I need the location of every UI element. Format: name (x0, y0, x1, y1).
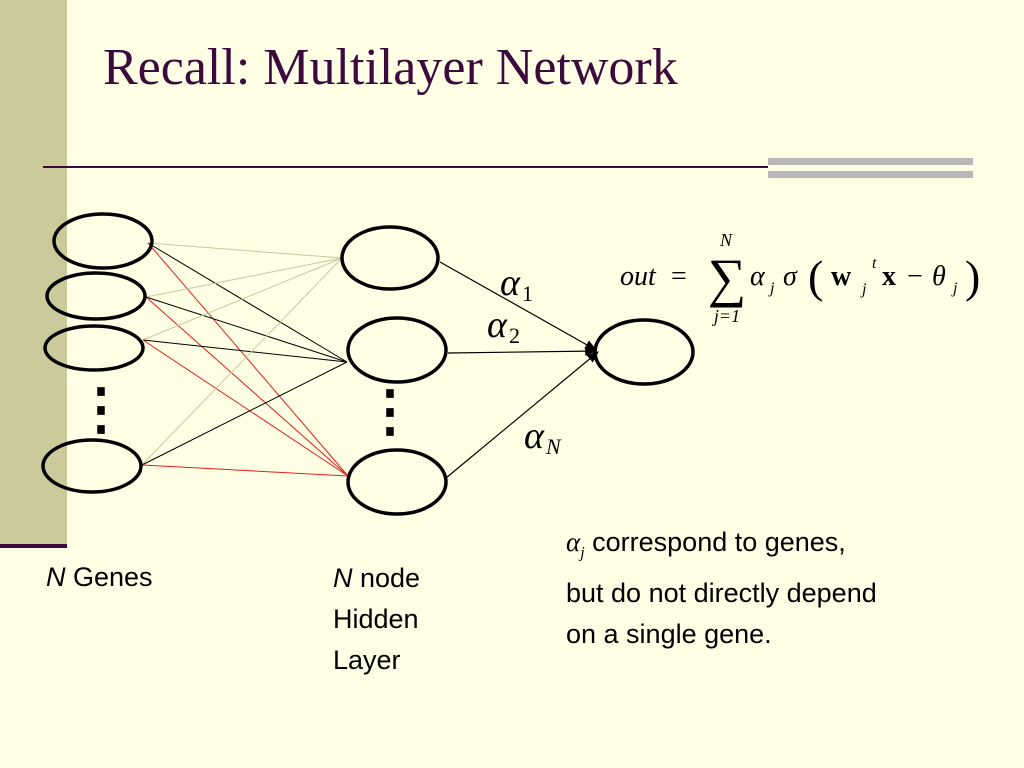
edge-in2-h2 (145, 296, 348, 363)
formula-x: x (882, 261, 896, 292)
formula-sum-upper: N (719, 230, 733, 250)
formula-alpha: α (750, 261, 766, 292)
edge-h3-out (445, 351, 599, 479)
edge-h1-out (439, 261, 598, 351)
hidden-layer-label: N node Hidden Layer (333, 563, 421, 675)
edge-in2-h1 (145, 257, 343, 298)
hidden-ellipsis: ⋮ (362, 378, 418, 444)
formula-minus: − (907, 261, 923, 292)
slide-title: Recall: Multilayer Network (103, 39, 678, 96)
edge-in4-h3 (141, 464, 349, 477)
hidden-node (346, 316, 448, 384)
input-ellipsis: ⋮ (73, 376, 129, 442)
input-node (52, 212, 154, 270)
edge-in1-h1 (147, 242, 343, 259)
input-layer (41, 212, 154, 494)
edge-in4-h2 (141, 361, 348, 466)
input-node (45, 271, 147, 321)
title-divider (43, 166, 783, 168)
hidden-node (346, 448, 448, 516)
edge-in4-h1 (141, 257, 343, 466)
output-formula: out = N ∑ j=1 α j σ ( w t j x − θ j ) (620, 230, 980, 326)
left-decorative-bar (0, 0, 67, 548)
input-node (43, 324, 145, 372)
formula-equals: = (671, 261, 687, 292)
hidden-node (340, 225, 440, 291)
weight-labels: α1 α2 αN (487, 262, 562, 459)
alpha-n-label: αN (524, 415, 562, 459)
input-node (41, 438, 143, 494)
output-node (593, 318, 695, 386)
edge-in1-h3 (147, 242, 349, 477)
formula-theta: θ (932, 261, 946, 292)
formula-w-sup: t (872, 255, 877, 272)
formula-w: w (831, 261, 852, 292)
alpha-2-label: α2 (487, 304, 520, 348)
edge-in1-h2 (147, 242, 348, 363)
formula-rparen: ) (965, 251, 980, 302)
input-layer-label: N Genes (46, 562, 153, 592)
hidden-output-connections (439, 261, 599, 479)
edge-in3-h1 (142, 257, 343, 341)
alpha-1-label: α1 (500, 262, 533, 306)
formula-sum-lower: j=1 (712, 306, 740, 326)
formula-lparen: ( (808, 251, 823, 302)
edge-in2-h3 (145, 296, 349, 477)
title-divider-accent (768, 158, 973, 179)
edge-in3-h3 (142, 339, 349, 477)
alpha-note: αj correspond to genes, but do not direc… (566, 527, 877, 650)
formula-sum-symbol: ∑ (708, 248, 747, 308)
left-bar-underline (0, 544, 67, 548)
formula-lhs: out (620, 261, 657, 292)
input-hidden-connections (141, 242, 349, 477)
edge-in3-h2 (142, 339, 348, 363)
hidden-layer (340, 225, 448, 516)
formula-w-sub: j (860, 281, 867, 298)
formula-theta-sub: j (951, 280, 958, 297)
formula-sigma: σ (783, 261, 798, 292)
formula-alpha-sub: j (768, 280, 775, 297)
edge-h2-out (447, 346, 598, 356)
